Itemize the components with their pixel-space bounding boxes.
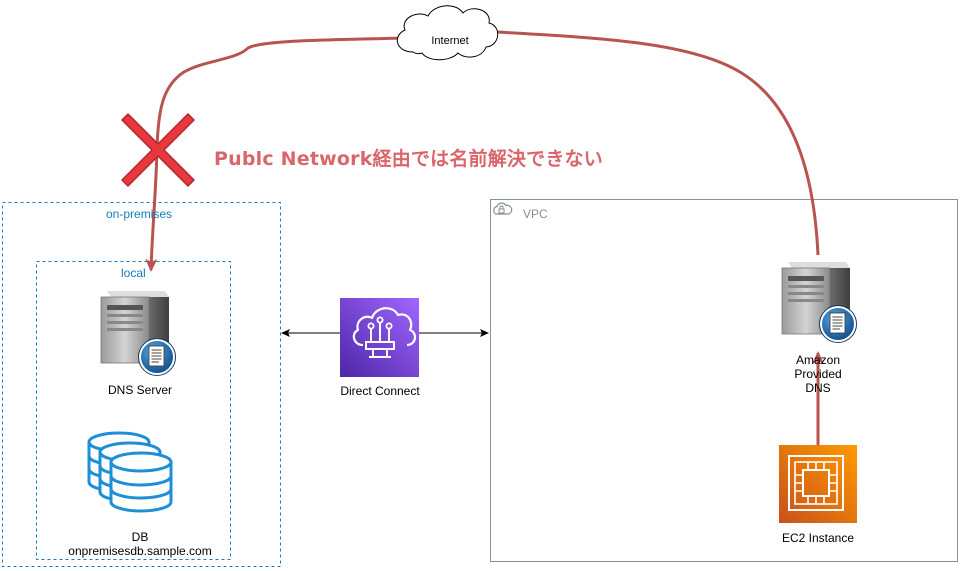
server-icon [100, 291, 176, 376]
internet-path-right [496, 30, 820, 256]
db-label-line2: onpremisesdb.sample.com [68, 544, 212, 558]
dns-server-label: DNS Server [107, 383, 172, 397]
cloud-icon [396, 5, 499, 61]
internet-label: Internet [431, 35, 469, 47]
local-group-box [36, 261, 231, 560]
database-icon [87, 431, 173, 513]
server-icon [781, 262, 857, 343]
db-label-line1: DB [131, 530, 149, 544]
direct-connect-icon [340, 298, 419, 377]
ec2-instance-label: EC2 Instance [781, 531, 855, 545]
direct-connect-label: Direct Connect [340, 384, 420, 398]
vpc-group-label: VPC [523, 207, 548, 221]
onprem-group-box [2, 202, 281, 567]
annotation-text: Publc Network経由では名前解決できない [214, 148, 603, 170]
amazon-dns-label-line1: Amazon [795, 353, 841, 367]
onprem-group-label: on-premises [106, 207, 173, 221]
ec2-instance-icon [779, 445, 857, 523]
amazon-dns-label-line2: Provided [794, 367, 842, 381]
amazon-dns-label-line3: DNS [805, 381, 831, 395]
cross-icon [121, 113, 195, 187]
internet-path-left [145, 36, 406, 272]
vpc-cloud-icon [491, 200, 513, 222]
local-group-label: local [121, 266, 146, 280]
vpc-group-box [490, 199, 958, 562]
